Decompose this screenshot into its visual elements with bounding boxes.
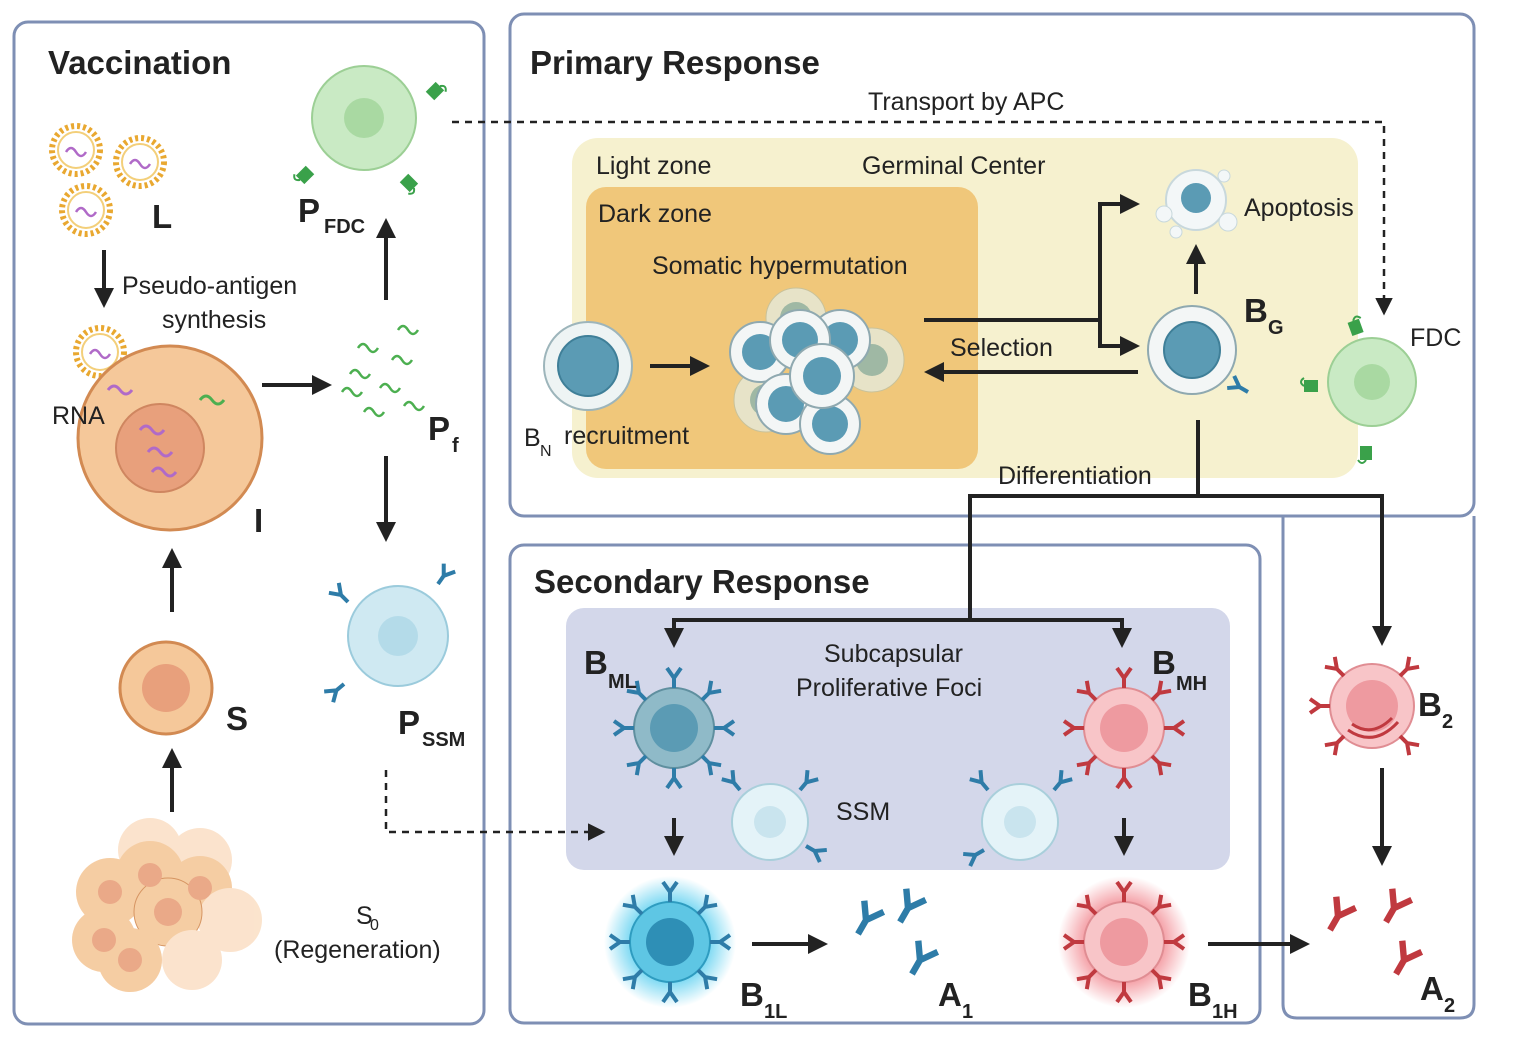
a1-main: A xyxy=(938,976,962,1013)
pfdc-main: P xyxy=(298,192,320,229)
primary-title: Primary Response xyxy=(530,44,820,81)
memory-b-cell-high xyxy=(1062,666,1186,790)
b2-panel xyxy=(1281,516,1476,1020)
memory-b-cell-low xyxy=(612,666,736,790)
subcapsular-foci-region xyxy=(566,608,1230,870)
ssm-cell-left xyxy=(719,768,829,865)
proliferating-cell-cluster xyxy=(729,287,905,455)
apoptotic-cell xyxy=(1155,169,1238,239)
a1-sub: 1 xyxy=(962,1001,973,1023)
plasma-cell-high xyxy=(1058,876,1190,1008)
arrow-to-bg xyxy=(1098,320,1140,356)
regenerating-cell-cluster xyxy=(72,818,262,992)
b2-main: B xyxy=(1418,686,1442,723)
arrow-to-bml xyxy=(664,420,1200,648)
fdc-label: FDC xyxy=(1410,324,1461,352)
s0-main: S xyxy=(356,902,373,930)
lipid-nanoparticles xyxy=(52,126,164,234)
plasma-cell-b2 xyxy=(1308,657,1419,755)
ssm-cell-vaccination xyxy=(322,561,458,705)
secondary-panel xyxy=(508,543,1262,1025)
b2-sub: 2 xyxy=(1442,711,1453,733)
selection-label: Selection xyxy=(950,334,1053,362)
bmh-main: B xyxy=(1152,644,1176,681)
vaccination-panel xyxy=(12,20,486,1026)
light-zone-label: Light zone xyxy=(596,152,711,180)
ssm-cell-right xyxy=(961,768,1075,869)
gc-b-cell xyxy=(1147,305,1319,401)
primary-panel xyxy=(508,12,1476,518)
germinal-center-label: Germinal Center xyxy=(862,152,1045,180)
pssm-main: P xyxy=(398,704,420,741)
antibodies-a1 xyxy=(848,889,937,980)
symbol-L: L xyxy=(152,198,172,235)
b1h-sub: 1H xyxy=(1212,1001,1238,1023)
pseudo-antigen-label-2: synthesis xyxy=(162,306,266,334)
a2-main: A xyxy=(1420,970,1444,1007)
pf-main: P xyxy=(428,410,450,447)
somatic-hypermutation-label: Somatic hypermutation xyxy=(652,252,908,280)
bg-main: B xyxy=(1244,292,1268,329)
bml-main: B xyxy=(584,644,608,681)
bn-main: B xyxy=(524,424,541,452)
arrow-to-bmh xyxy=(970,618,1132,648)
free-pseudo-antigen xyxy=(340,324,426,418)
apoptosis-label: Apoptosis xyxy=(1244,194,1354,222)
naive-b-cell xyxy=(543,321,633,411)
pf-sub: f xyxy=(452,435,459,457)
recruitment-label: recruitment xyxy=(564,422,689,450)
s0-sub: 0 xyxy=(370,917,379,934)
bg-sub: G xyxy=(1268,317,1284,339)
bn-sub: N xyxy=(540,443,552,460)
pssm-sub: SSM xyxy=(422,729,465,751)
regeneration-label: (Regeneration) xyxy=(274,936,441,964)
infected-cell xyxy=(76,328,264,532)
b1l-sub: 1L xyxy=(764,1001,787,1023)
differentiation-label: Differentiation xyxy=(998,462,1152,490)
fdc-cell-primary xyxy=(1327,314,1417,464)
symbol-S: S xyxy=(226,700,248,737)
arrow-to-b2 xyxy=(1198,494,1392,646)
b1h-main: B xyxy=(1188,976,1212,1013)
rna-label: RNA xyxy=(52,402,105,430)
transport-label: Transport by APC xyxy=(868,88,1064,116)
bmh-sub: MH xyxy=(1176,673,1207,695)
symbol-I: I xyxy=(254,502,263,539)
b1l-main: B xyxy=(740,976,764,1013)
vaccination-title: Vaccination xyxy=(48,44,231,81)
bml-sub: ML xyxy=(608,671,637,693)
a2-sub: 2 xyxy=(1444,995,1455,1017)
arrow-to-apoptosis xyxy=(1098,194,1140,346)
susceptible-cell xyxy=(118,640,214,736)
fdc-cell-vaccination xyxy=(291,65,449,197)
ssm-label: SSM xyxy=(836,798,890,826)
secondary-title: Secondary Response xyxy=(534,563,870,600)
pfdc-sub: FDC xyxy=(324,216,365,238)
subcapsular-label-1: Subcapsular xyxy=(824,640,963,668)
transport-dashed-arrow xyxy=(452,120,1393,316)
plasma-cell-low xyxy=(604,876,736,1008)
antibodies-a2 xyxy=(1320,889,1421,980)
pseudo-antigen-label-1: Pseudo-antigen xyxy=(122,272,297,300)
dark-zone-label: Dark zone xyxy=(598,200,712,228)
subcapsular-label-2: Proliferative Foci xyxy=(796,674,982,702)
